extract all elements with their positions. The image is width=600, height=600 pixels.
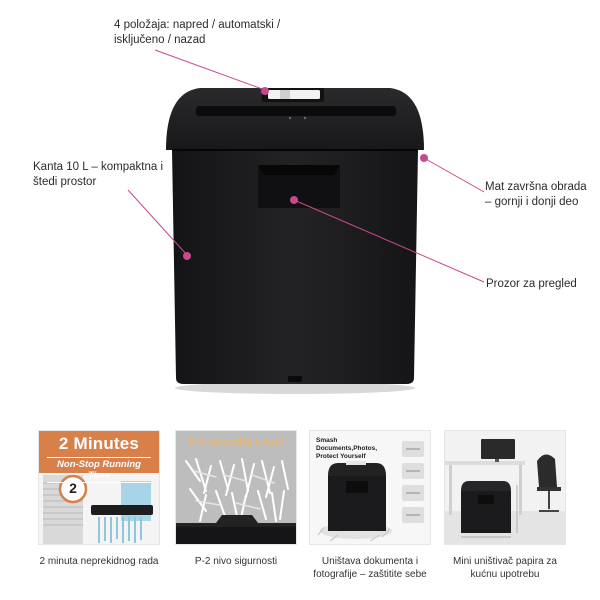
shredder-head bbox=[166, 88, 424, 150]
caption-home-use: Mini uništivač papira za kućnu upotrebu bbox=[453, 556, 557, 580]
thumbnail-running-time: 2 Minutes Non-Stop Running Time 2 bbox=[38, 430, 160, 545]
thumbnail-title: P-2 Security Level bbox=[188, 437, 284, 449]
callout-window: Prozor za pregled bbox=[486, 278, 577, 290]
thumbnail-title: Smash Documents,Photos, Protect Yourself bbox=[316, 437, 378, 460]
thumbnail-security-level: P-2 Security Level bbox=[175, 430, 297, 545]
caption-destroy-documents: Uništava dokumenta i fotografije – zašti… bbox=[313, 556, 427, 580]
thumbnail-subtitle: Non-Stop Running Time bbox=[47, 457, 151, 483]
callout-dot-window bbox=[290, 196, 298, 204]
callout-dot-bin bbox=[183, 252, 191, 260]
caption-security-level: P-2 nivo sigurnosti bbox=[194, 556, 278, 567]
timer-badge: 2 bbox=[69, 480, 77, 496]
thumbnail-home-use bbox=[444, 430, 566, 545]
callout-switch: 4 položaja: napred / automatski / isklju… bbox=[114, 19, 281, 46]
caption-running-time: 2 minuta neprekidnog rada bbox=[39, 556, 159, 567]
callout-bin: Kanta 10 L – kompaktna i štedi prostor bbox=[33, 161, 163, 188]
thumbnail-title: 2 Minutes bbox=[58, 434, 140, 453]
callout-dot-finish bbox=[420, 154, 428, 162]
bin-body bbox=[172, 150, 418, 384]
callout-finish: Mat završna obrada – gornji i donji deo bbox=[485, 181, 587, 208]
viewing-window bbox=[258, 165, 340, 208]
paper-slot bbox=[196, 106, 396, 116]
callout-dot-switch bbox=[261, 87, 269, 95]
thumbnail-destroy-documents: Smash Documents,Photos, Protect Yourself bbox=[309, 430, 431, 545]
